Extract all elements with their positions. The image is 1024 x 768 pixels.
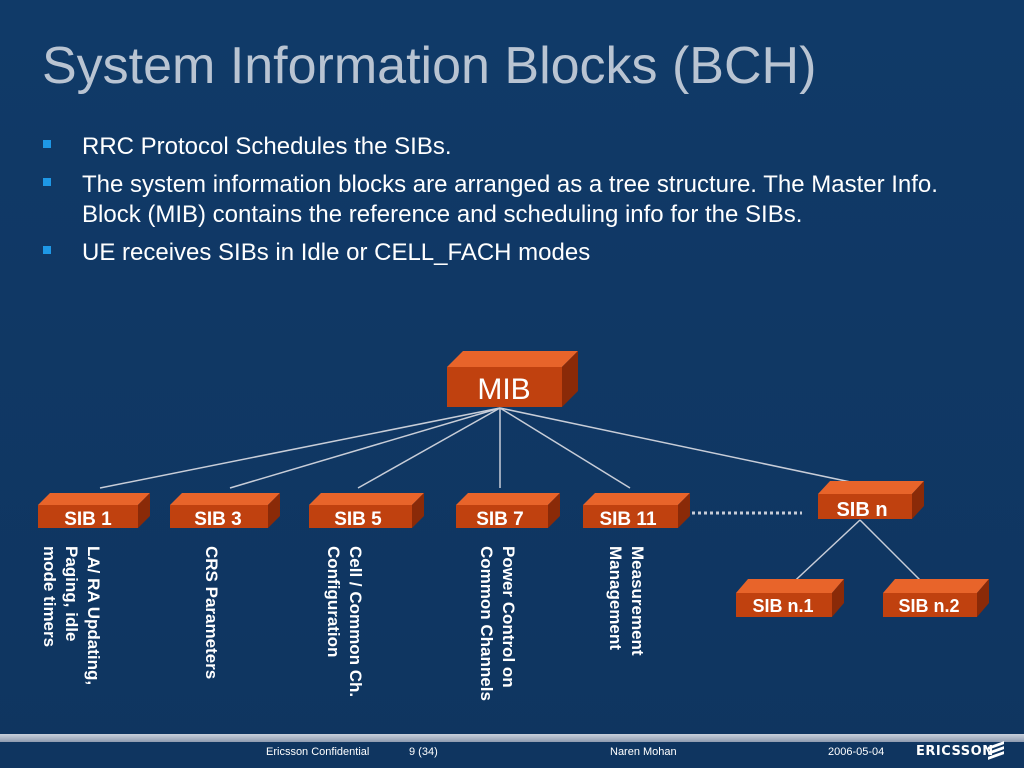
sib3-description: CRS Parameters xyxy=(202,546,221,680)
bullet-text: RRC Protocol Schedules the SIBs. xyxy=(82,133,452,160)
sib-tree-diagram: MIB SIB 1 SIB 3 SIB 5 SIB 7 xyxy=(38,351,989,617)
sib-block-7: SIB 7 xyxy=(456,493,560,530)
bullet-item: RRC Protocol Schedules the SIBs. xyxy=(40,132,1000,162)
footer-confidentiality: Ericsson Confidential xyxy=(266,746,370,758)
sib-label: SIB n xyxy=(836,499,887,521)
ericsson-logo-icon xyxy=(988,741,1004,760)
bullet-item: The system information blocks are arrang… xyxy=(40,170,1000,230)
sib-block-1: SIB 1 xyxy=(38,493,150,530)
footer-author: Naren Mohan xyxy=(610,746,677,758)
connector-mib-sib5 xyxy=(357,407,501,489)
connector-sibn-sibn1 xyxy=(784,519,861,591)
connector-mib-sibn xyxy=(499,407,861,485)
mib-label: MIB xyxy=(477,373,530,406)
sib-block-3: SIB 3 xyxy=(170,493,280,530)
slide-title: System Information Blocks (BCH) xyxy=(42,37,817,95)
bullet-square-icon xyxy=(43,140,51,148)
bullet-square-icon xyxy=(43,178,51,186)
sib-label: SIB 3 xyxy=(194,509,242,530)
bullet-list: RRC Protocol Schedules the SIBs. The sys… xyxy=(40,132,1000,276)
connector-sibn-sibn2 xyxy=(859,519,931,591)
sib-label: SIB 1 xyxy=(64,509,112,530)
sib-label: SIB 11 xyxy=(599,509,656,530)
bullet-text: UE receives SIBs in Idle or CELL_FACH mo… xyxy=(82,239,591,266)
sib5-description: Cell / Common Ch. Configuration xyxy=(324,546,365,698)
sib-block-11: SIB 11 xyxy=(583,493,690,530)
bullet-square-icon xyxy=(43,246,51,254)
connector-mib-sib1 xyxy=(99,407,501,489)
mib-block: MIB xyxy=(447,351,578,407)
sib-block-5: SIB 5 xyxy=(309,493,424,530)
sib-block-n2: SIB n.2 xyxy=(883,579,989,617)
footer-date: 2006-05-04 xyxy=(828,746,885,758)
connector-mib-sib11 xyxy=(499,407,631,489)
sib-label: SIB n.2 xyxy=(898,596,959,616)
sib11-description: Measurement Management xyxy=(606,546,647,656)
ericsson-logo-text: ERICSSON xyxy=(916,744,994,759)
footer-divider xyxy=(0,734,1024,742)
sib7-description: Power Control on Common Channels xyxy=(477,546,518,701)
sib1-description: LA/ RA Updating, Paging, idle mode timer… xyxy=(40,546,103,686)
sib-label: SIB 5 xyxy=(334,509,382,530)
sib-label: SIB n.1 xyxy=(752,596,813,616)
sib-block-n: SIB n xyxy=(818,481,924,521)
sib-block-n1: SIB n.1 xyxy=(736,579,844,617)
bullet-text: The system information blocks are arrang… xyxy=(82,171,938,228)
sib-label: SIB 7 xyxy=(476,509,524,530)
connector-mib-sib3 xyxy=(229,407,501,489)
footer-page-number: 9 (34) xyxy=(409,746,438,758)
bullet-item: UE receives SIBs in Idle or CELL_FACH mo… xyxy=(40,238,1000,268)
connectors xyxy=(99,407,931,591)
